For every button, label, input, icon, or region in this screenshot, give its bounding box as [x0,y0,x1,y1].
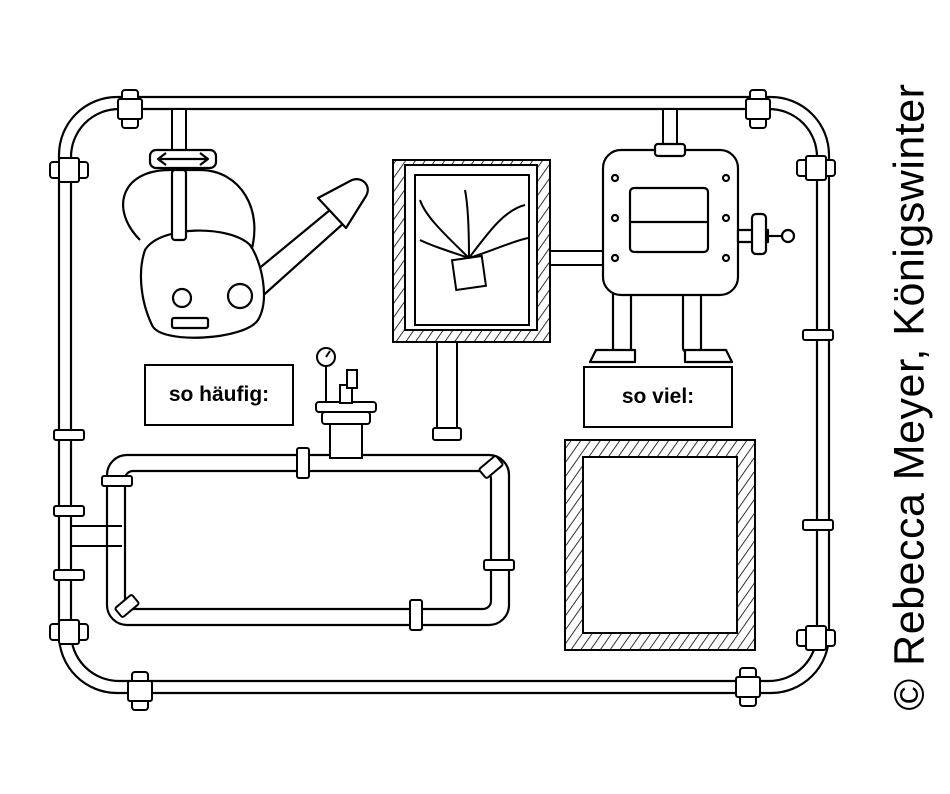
amount-label: so viel: [583,366,733,428]
frequency-label: so häufig: [144,364,294,426]
amount-answer-frame [565,440,755,650]
connector-pipes [71,109,677,546]
watering-can-icon [123,150,368,338]
frequency-answer-pipe [107,455,509,625]
potted-plant-icon [393,160,550,342]
outer-pipe-frame [59,97,829,693]
water-tank-icon [590,144,794,362]
copyright-text: © Rebecca Meyer, Königswinter [885,83,934,711]
frame-clamps [50,90,835,710]
pressure-gauge-icon [316,348,376,458]
